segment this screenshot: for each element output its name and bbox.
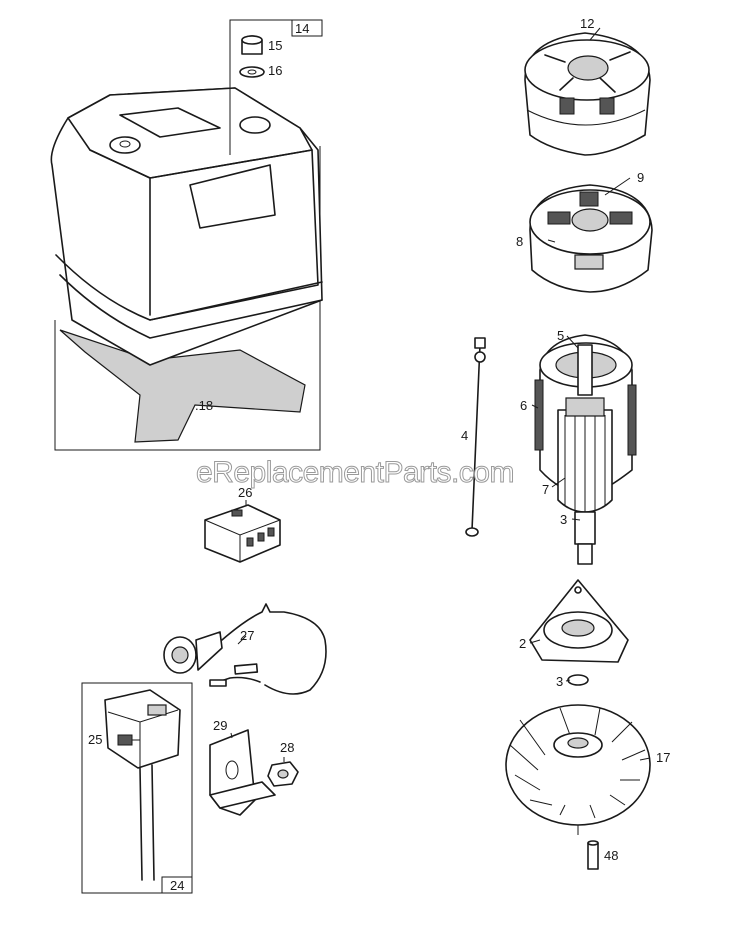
bearing-plate-part-2 <box>529 579 629 663</box>
fan-part-17 <box>505 704 651 835</box>
callout-25: 25 <box>88 732 102 747</box>
washer-part-16 <box>239 66 265 78</box>
leader-lines <box>132 27 651 762</box>
inset-box-24 <box>81 682 193 894</box>
callout-9: 9 <box>637 170 644 185</box>
callout-5: 5 <box>557 328 564 343</box>
housing-group <box>50 87 323 451</box>
callout-28: 28 <box>280 740 294 755</box>
callout-7: 7 <box>542 482 549 497</box>
callout-15: 15 <box>268 38 282 53</box>
pin-part-48 <box>587 840 599 870</box>
stand-base-part <box>59 329 306 443</box>
brush-part-9 <box>604 177 631 196</box>
callout-18: .18 <box>195 398 213 413</box>
callout-26: 26 <box>238 485 252 500</box>
callout-12: 12 <box>580 16 594 31</box>
callout-16: 16 <box>268 63 282 78</box>
callout-2: 2 <box>519 636 526 651</box>
callout-8: 8 <box>516 234 523 249</box>
callout-labels: 14 15 16 .18 12 9 8 5 6 4 7 3 2 3 17 48 … <box>88 16 670 893</box>
callout-3-upper: 3 <box>560 512 567 527</box>
callout-29: 29 <box>213 718 227 733</box>
callout-4: 4 <box>461 428 468 443</box>
washer-part-3 <box>567 674 589 686</box>
callout-48: 48 <box>604 848 618 863</box>
inset-box-14 <box>229 19 323 155</box>
callout-3-lower: 3 <box>556 674 563 689</box>
watermark: eReplacementParts.com <box>196 456 514 489</box>
callout-6: 6 <box>520 398 527 413</box>
nut-part-28 <box>267 761 299 787</box>
callout-14: 14 <box>295 21 309 36</box>
connector-block-part-26 <box>204 504 281 563</box>
end-cap-part-12 <box>524 32 651 156</box>
callout-24: 24 <box>170 878 184 893</box>
through-bolt-part-4 <box>465 337 486 537</box>
callout-17: 17 <box>656 750 670 765</box>
brush-holder-part-8 <box>529 177 653 293</box>
armature-part-7 <box>557 344 613 565</box>
callout-27: 27 <box>240 628 254 643</box>
power-cord-part-27 <box>163 603 327 695</box>
bracket-part-29 <box>209 729 276 816</box>
switch-part-25 <box>104 689 181 769</box>
